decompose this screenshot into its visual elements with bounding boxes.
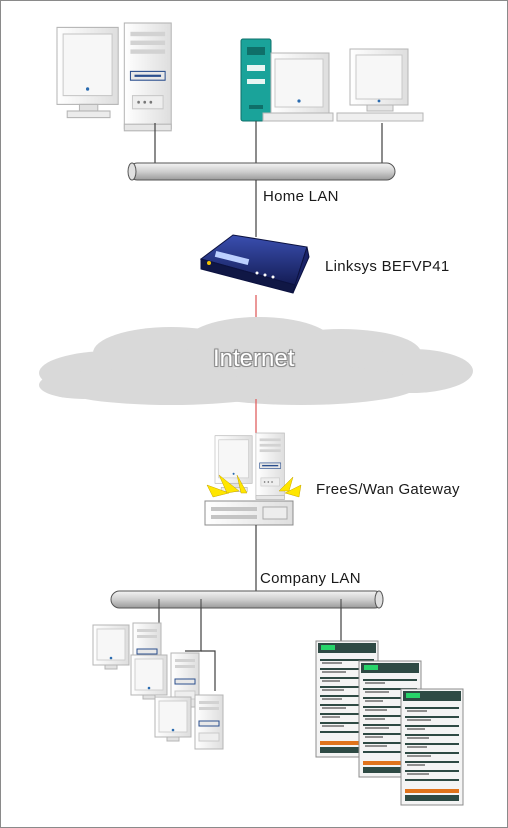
home-lan-bus — [127, 162, 396, 181]
company-lan-label: Company LAN — [260, 570, 361, 587]
internet-label: Internet — [213, 345, 295, 372]
company-lan-drops — [158, 608, 342, 691]
desktop-computer-icon — [262, 52, 334, 122]
desktop-computer-icon — [154, 694, 224, 750]
internet-cloud-icon — [39, 317, 473, 405]
server-rack-icon — [400, 688, 464, 806]
router-label: Linksys BEFVP41 — [325, 258, 450, 275]
desktop-computer-icon — [56, 22, 172, 132]
gateway-server-icon — [204, 432, 302, 526]
router-icon — [199, 234, 310, 294]
monitor-icon — [336, 48, 424, 122]
home-lan-drops — [154, 121, 383, 163]
home-lan-label: Home LAN — [263, 188, 339, 205]
teal-tower-icon — [240, 38, 272, 122]
company-lan-bus — [110, 590, 384, 609]
gateway-label: FreeS/Wan Gateway — [316, 481, 460, 498]
